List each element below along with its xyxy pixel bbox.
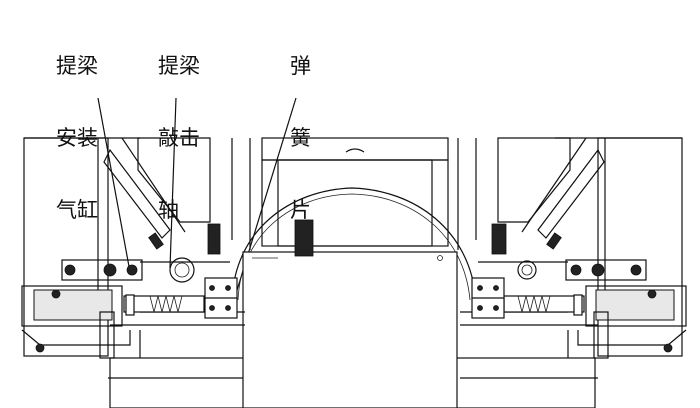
label-spring-plate-line-2: 簧 (290, 126, 311, 150)
label-lift-cylinder-line-2: 安装 (56, 126, 98, 150)
center-block (242, 251, 458, 408)
sprockets (207, 219, 507, 257)
right-frame (454, 137, 683, 408)
left-clamp (123, 232, 238, 319)
top-housing (261, 137, 449, 247)
left-frame (23, 137, 251, 408)
spring-plate (231, 187, 477, 301)
label-strike-shaft-line-1: 提梁 (158, 54, 200, 78)
label-lift-cylinder-line-1: 提梁 (56, 54, 98, 78)
label-strike-shaft: 提梁 敲击 轴 (158, 6, 200, 246)
lower-posts (99, 311, 609, 359)
label-strike-shaft-line-2: 敲击 (158, 126, 200, 150)
label-lift-cylinder-line-3: 气缸 (56, 198, 98, 222)
label-lift-cylinder: 提梁 安装 气缸 (56, 6, 98, 246)
label-spring-plate: 弹 簧 片 (290, 6, 311, 246)
right-arm (457, 137, 605, 250)
label-spring-plate-line-3: 片 (290, 198, 311, 222)
label-spring-plate-line-1: 弹 (290, 54, 311, 78)
right-rails (460, 259, 687, 353)
label-strike-shaft-line-3: 轴 (158, 198, 179, 222)
right-clamp (471, 232, 585, 319)
left-arm (103, 137, 251, 250)
